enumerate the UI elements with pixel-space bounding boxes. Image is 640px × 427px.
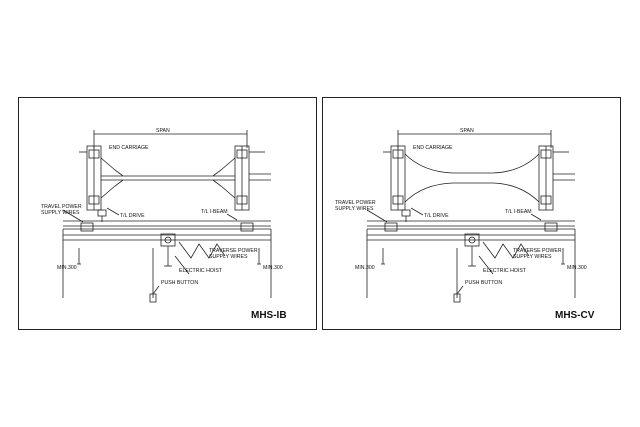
traverse-power-label: TRAVERSE POWER [209, 248, 258, 254]
min-left-label: MIN.300 [355, 265, 375, 271]
travel-power-label: TRAVEL POWER [335, 200, 376, 206]
crane-drawing-mhs-cv: SPAN END CARRIAGE TRAVEL POWER SUPPLY WI… [335, 128, 595, 321]
supply-wires-label: SUPPLY WIRES [335, 206, 374, 212]
span-label: SPAN [156, 128, 170, 134]
bridge-beam-top [404, 153, 540, 174]
diagram-panel-mhs-cv: SPAN END CARRIAGE TRAVEL POWER SUPPLY WI… [322, 97, 621, 330]
tl-ibeam-label: T/L I-BEAM [201, 209, 228, 215]
tl-drive-label: T/L DRIVE [424, 213, 449, 219]
diagram-panel-mhs-ib: SPAN END CARRIAGE TRAVEL POWER SUPPLY WI… [18, 97, 317, 330]
traverse-supply-label: SUPPLY WIRES [513, 254, 552, 260]
model-label: MHS-IB [251, 310, 287, 321]
crane-drawing-mhs-ib: SPAN END CARRIAGE TRAVEL POWER SUPPLY WI… [41, 128, 287, 321]
min-right-label: MIN.300 [567, 265, 587, 271]
electric-hoist-label: ELECTRIC HOIST [179, 268, 223, 274]
traverse-supply-label: SUPPLY WIRES [209, 254, 248, 260]
tl-ibeam-label: T/L I-BEAM [505, 209, 532, 215]
supply-wires-label: SUPPLY WIRES [41, 210, 80, 216]
model-label: MHS-CV [555, 310, 595, 321]
traverse-power-label: TRAVERSE POWER [513, 248, 562, 254]
electric-hoist-label: ELECTRIC HOIST [483, 268, 527, 274]
end-carriage-label: END CARRIAGE [109, 145, 149, 151]
end-carriage-label: END CARRIAGE [413, 145, 453, 151]
push-button-label: PUSH BUTTON [465, 280, 502, 286]
span-label: SPAN [460, 128, 474, 134]
min-right-label: MIN.300 [263, 265, 283, 271]
tl-drive-label: T/L DRIVE [120, 213, 145, 219]
travel-power-label: TRAVEL POWER [41, 204, 82, 210]
min-left-label: MIN.300 [57, 265, 77, 271]
push-button-label: PUSH BUTTON [161, 280, 198, 286]
